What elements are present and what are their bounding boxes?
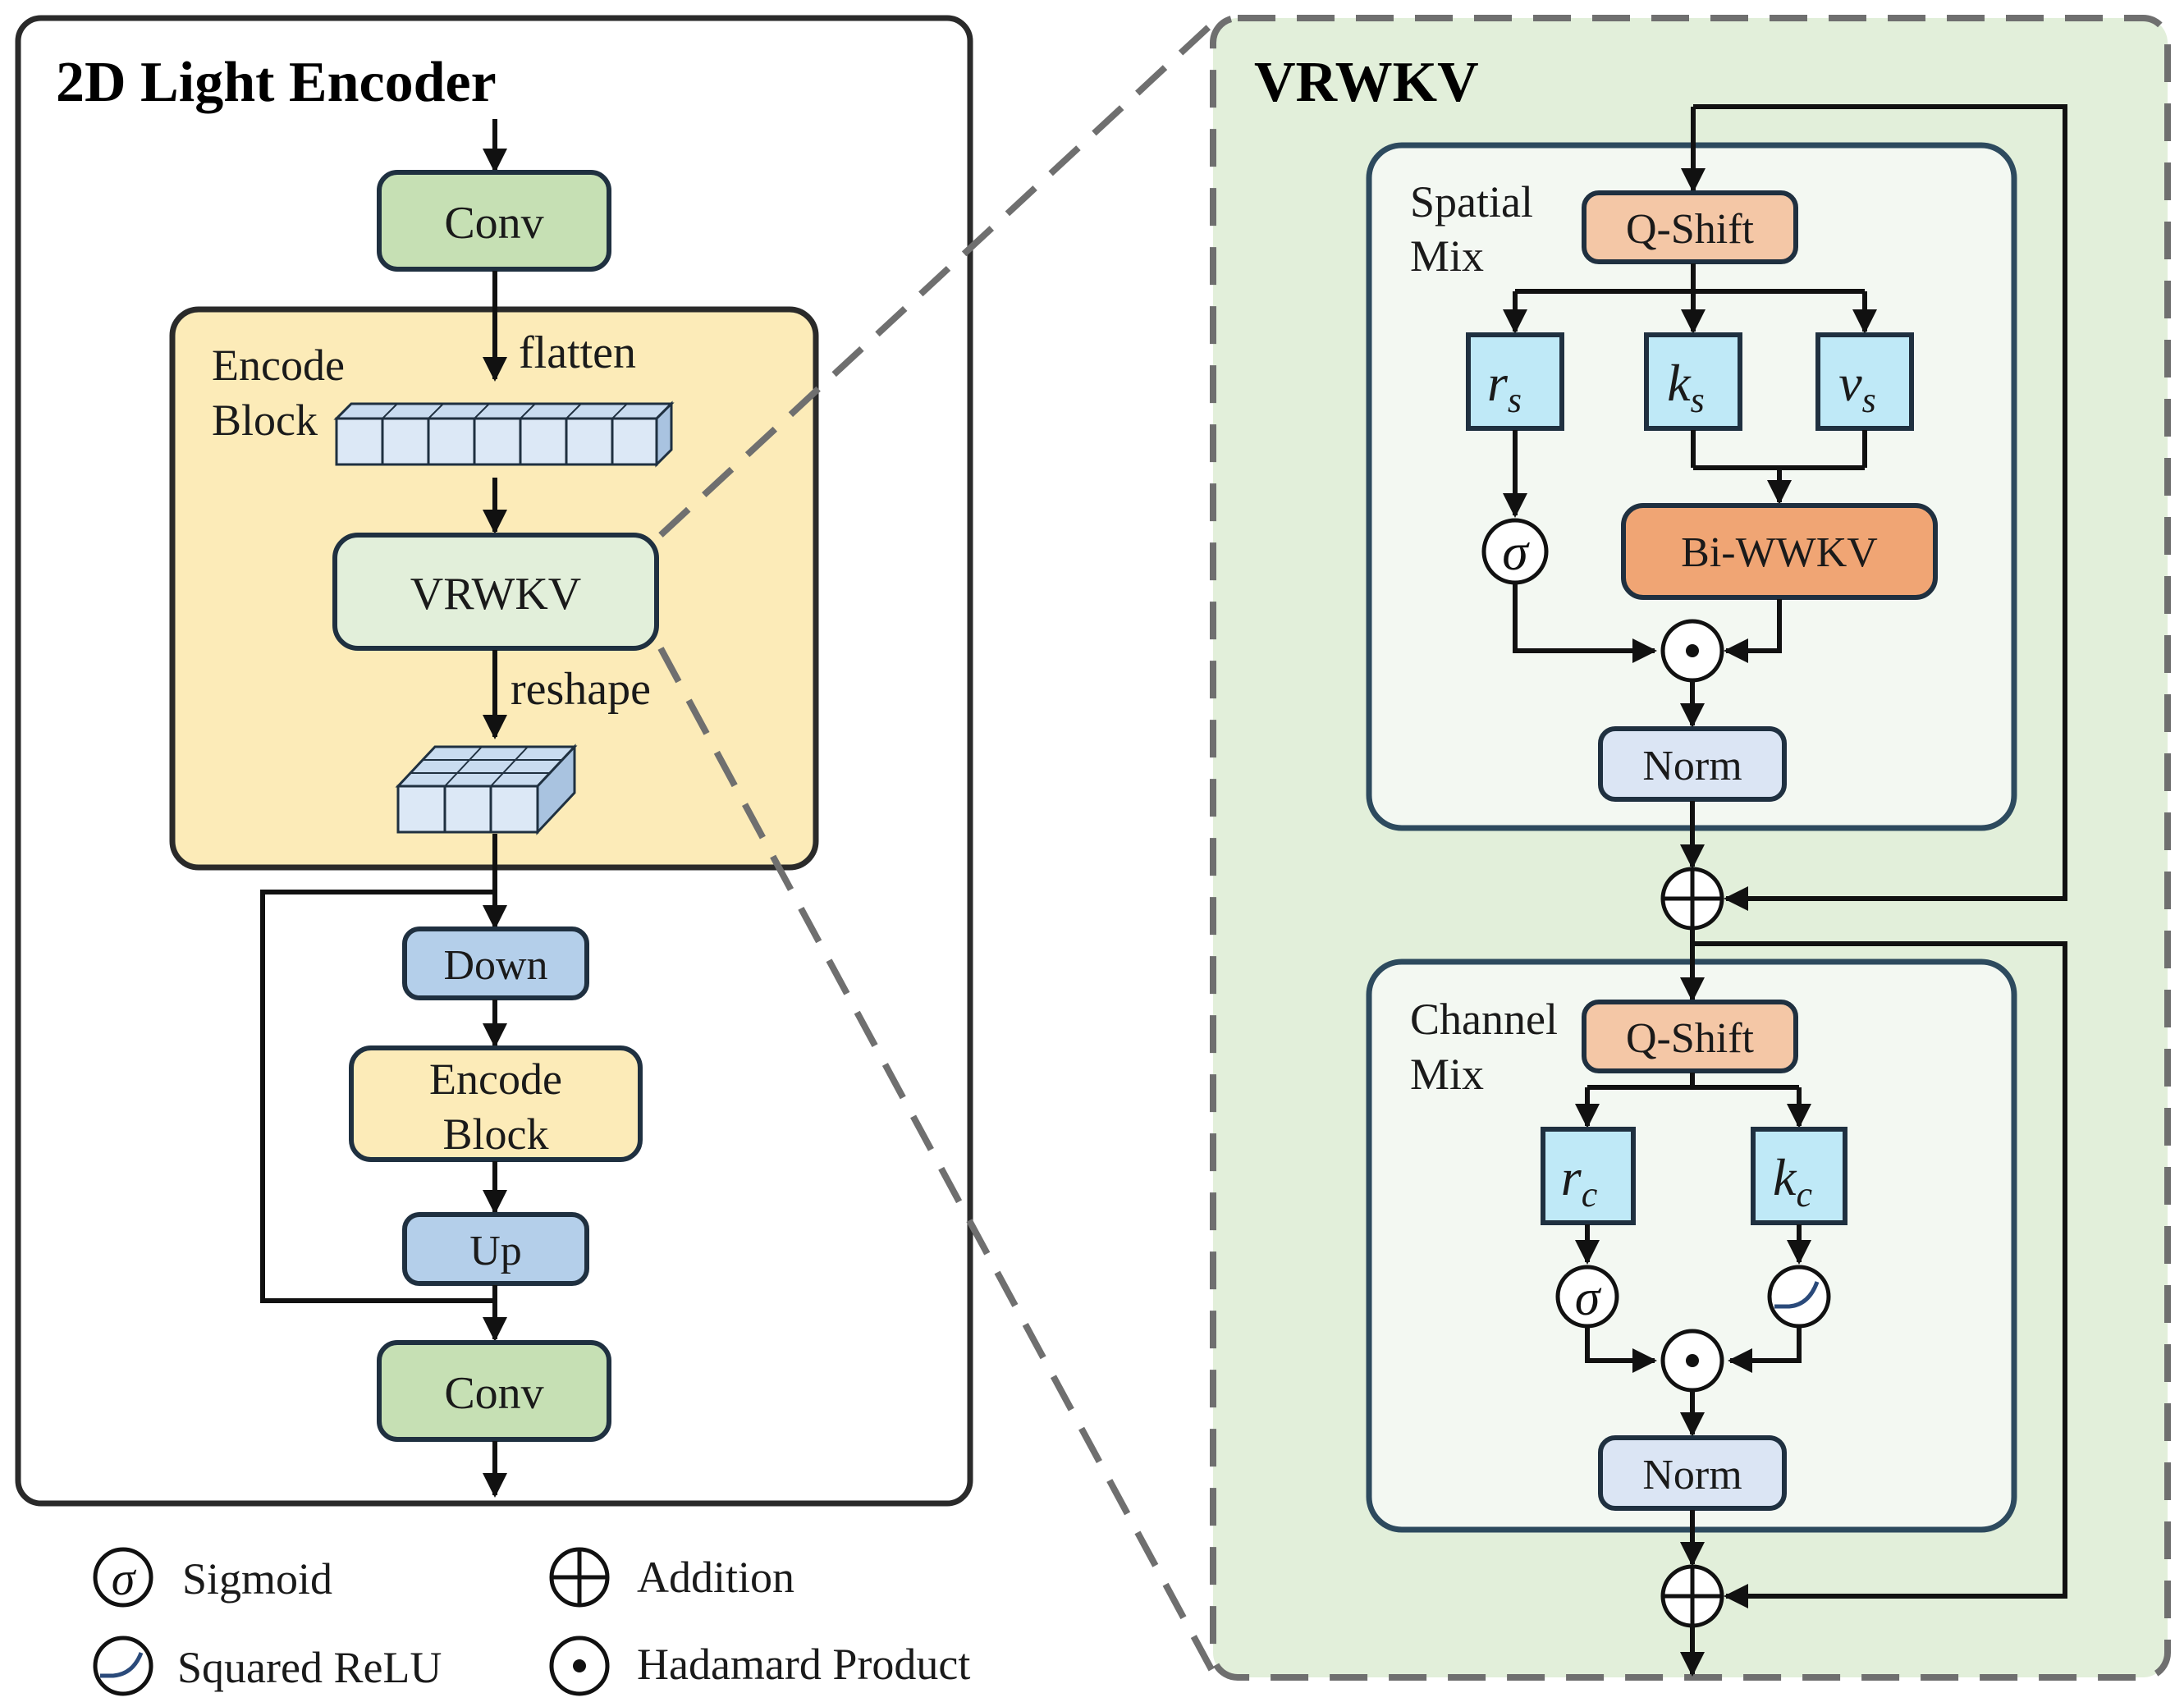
legend-hadamard: Hadamard Product (549, 1636, 970, 1696)
sigmoid-channel-glyph: σ (1575, 1270, 1602, 1326)
zoom-connectors (657, 21, 1216, 1674)
k-c-subscript: c (1796, 1174, 1812, 1215)
v-s-node: vs (1815, 332, 1914, 431)
conv-bottom-node: Conv (377, 1340, 611, 1442)
vrwkv-node: VRWKV (332, 533, 659, 651)
flatten-label: flatten (519, 327, 636, 378)
v-s-subscript: s (1862, 380, 1876, 420)
norm-spatial-node: Norm (1598, 726, 1787, 802)
legend-hadamard-label: Hadamard Product (637, 1640, 970, 1689)
qshift-spatial-node: Q-Shift (1582, 190, 1798, 264)
biwkv-node: Bi-WWKV (1621, 503, 1938, 600)
reshape-label: reshape (511, 664, 651, 715)
down-node: Down (402, 926, 589, 1000)
token-sequence-icon (333, 400, 675, 468)
r-s-subscript: s (1508, 380, 1522, 420)
svg-text:kc: kc (1773, 1148, 1812, 1215)
encode-block-label-1: Encode (212, 341, 345, 390)
norm-spatial-label: Norm (1642, 743, 1742, 789)
legend-squared-relu-label: Squared ReLU (177, 1643, 442, 1692)
channel-mix-label-2: Mix (1410, 1050, 1484, 1099)
conv-top-label: Conv (444, 198, 543, 249)
k-s-subscript: s (1691, 380, 1705, 420)
down-label: Down (443, 942, 547, 989)
sigmoid-spatial-icon: σ (1481, 518, 1549, 585)
feature-grid-icon (395, 743, 578, 835)
spatial-mix-label-1: Spatial (1410, 177, 1533, 226)
sigmoid-spatial-glyph: σ (1502, 523, 1530, 581)
spatial-mix-label-2: Mix (1410, 231, 1484, 281)
legend-squared-relu: Squared ReLU (93, 1636, 442, 1696)
norm-channel-label: Norm (1642, 1452, 1742, 1498)
inner-encode-block-label-2: Block (443, 1110, 549, 1159)
sigmoid-channel-icon: σ (1555, 1265, 1619, 1329)
qshift-spatial-label: Q-Shift (1626, 206, 1755, 253)
up-label: Up (469, 1228, 522, 1274)
channel-mix-label-1: Channel (1410, 995, 1558, 1044)
legend-sigmoid-label: Sigmoid (182, 1554, 332, 1604)
k-c-node: kc (1751, 1127, 1847, 1225)
k-s-label: k (1667, 354, 1692, 412)
svg-text:ks: ks (1667, 354, 1705, 420)
legend-addition-label: Addition (637, 1553, 794, 1602)
inner-encode-block-node: Encode Block (349, 1045, 643, 1162)
qshift-channel-node: Q-Shift (1582, 1000, 1798, 1073)
conv-bottom-label: Conv (444, 1368, 543, 1419)
encoder-panel: 2D Light Encoder Conv Encode Block flatt… (15, 15, 973, 1507)
k-s-node: ks (1644, 332, 1742, 431)
squared-relu-channel-icon (1767, 1265, 1831, 1329)
hadamard-spatial-icon (1660, 619, 1724, 683)
vrwkv-detail-title: VRWKV (1254, 51, 1479, 114)
up-node: Up (402, 1212, 589, 1286)
addition-spatial-icon (1660, 867, 1724, 931)
r-s-label: r (1487, 354, 1509, 412)
r-c-subscript: c (1582, 1174, 1598, 1215)
v-s-label: v (1838, 354, 1862, 412)
vrwkv-detail-panel: VRWKV Spatial Mix Q-Shift rs ks (1210, 15, 2171, 1681)
svg-text:rs: rs (1487, 354, 1522, 420)
svg-text:rc: rc (1561, 1148, 1598, 1215)
legend-sigmoid-glyph: σ (112, 1552, 137, 1605)
r-c-label: r (1561, 1148, 1582, 1206)
hadamard-channel-icon (1660, 1329, 1724, 1393)
legend-addition: Addition (549, 1547, 794, 1608)
biwkv-label: Bi-WWKV (1681, 529, 1878, 576)
r-c-node: rc (1541, 1127, 1636, 1225)
encoder-title: 2D Light Encoder (56, 51, 497, 114)
qshift-channel-label: Q-Shift (1626, 1015, 1755, 1062)
vrwkv-node-label: VRWKV (410, 569, 581, 620)
inner-encode-block-label-1: Encode (429, 1055, 562, 1104)
conv-top-node: Conv (377, 170, 611, 272)
k-c-label: k (1773, 1148, 1797, 1206)
norm-channel-node: Norm (1598, 1435, 1787, 1511)
r-s-node: rs (1466, 332, 1564, 431)
addition-channel-icon (1660, 1564, 1724, 1628)
encode-block-label-2: Block (212, 396, 318, 445)
legend: σ Sigmoid Squared ReLU Addition Hadamard… (93, 1547, 970, 1696)
legend-sigmoid: σ Sigmoid (93, 1547, 332, 1608)
svg-text:vs: vs (1838, 354, 1876, 420)
